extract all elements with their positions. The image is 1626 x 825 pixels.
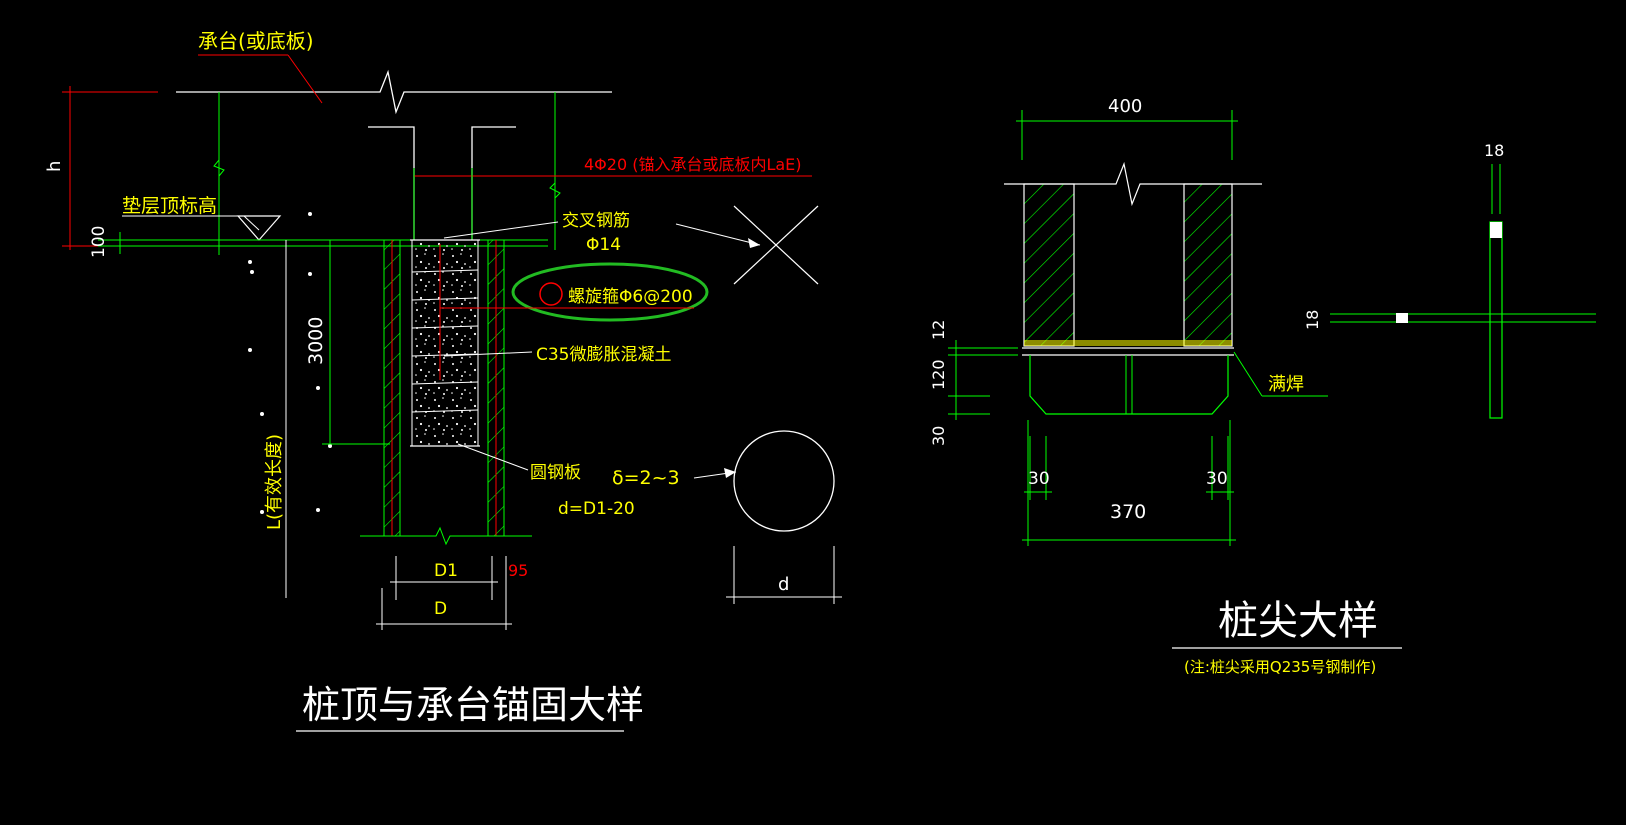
soil-dots bbox=[248, 212, 332, 514]
effective-length-label: L(有效长度) bbox=[264, 434, 285, 530]
spiral-highlight bbox=[511, 262, 709, 322]
tip-wall-right bbox=[1183, 183, 1233, 347]
pile-top-anchorage-detail: 承台(或底板) h 垫层顶标高 100 4Φ20 (锚入承台或底板内LaE) bbox=[44, 29, 842, 732]
D-label: D bbox=[434, 599, 447, 619]
cushion-top-label: 垫层顶标高 bbox=[122, 195, 217, 217]
delta-label: δ=2~3 bbox=[612, 467, 680, 489]
h-label: h bbox=[44, 161, 65, 172]
dim-100: 100 bbox=[89, 226, 109, 258]
dim-3000: 3000 bbox=[305, 317, 327, 365]
dim-18-left: 18 bbox=[1303, 310, 1322, 330]
dim-18-top: 18 bbox=[1484, 141, 1504, 160]
dim-30-right: 30 bbox=[1206, 469, 1228, 489]
title-right: 桩尖大样 bbox=[1218, 598, 1378, 644]
level-triangle bbox=[236, 215, 282, 241]
c35-label: C35微膨胀混凝土 bbox=[536, 345, 672, 365]
d-small-label: d bbox=[778, 574, 789, 595]
cross-bar-size: Φ14 bbox=[586, 235, 621, 255]
rebar-4phi20-label: 4Φ20 (锚入承台或底板内LaE) bbox=[584, 155, 802, 174]
d-formula-label: d=D1-20 bbox=[558, 499, 635, 519]
note-right: (注:桩尖采用Q235号钢制作) bbox=[1184, 658, 1376, 676]
dim-30-left: 30 bbox=[1028, 469, 1050, 489]
spiral-hoops bbox=[411, 269, 479, 413]
cap-slab-line bbox=[176, 69, 612, 115]
tip-wall-left bbox=[1023, 183, 1075, 347]
cross-bar-label: 交叉钢筋 bbox=[562, 211, 630, 231]
dim-30-vertical: 30 bbox=[929, 426, 948, 446]
d1-label: D1 bbox=[434, 561, 458, 581]
cap-slab-label: 承台(或底板) bbox=[198, 29, 314, 53]
pile-tip-detail: 400 满焊 12 120 30 30 30 bbox=[929, 96, 1596, 676]
concrete-fill bbox=[411, 239, 479, 447]
tip-plate-section bbox=[1489, 221, 1503, 419]
dim-120: 120 bbox=[929, 359, 948, 390]
spiral-label: 螺旋箍Φ6@200 bbox=[568, 287, 693, 307]
steel-plate-circle bbox=[733, 430, 835, 532]
dim-400: 400 bbox=[1108, 96, 1142, 117]
dim-95: 95 bbox=[508, 561, 528, 580]
steel-plate-label: 圆钢板 bbox=[530, 463, 581, 483]
title-left: 桩顶与承台锚固大样 bbox=[302, 683, 644, 727]
weld-label: 满焊 bbox=[1268, 374, 1304, 395]
dim-12: 12 bbox=[929, 320, 948, 340]
dim-370: 370 bbox=[1110, 501, 1146, 523]
